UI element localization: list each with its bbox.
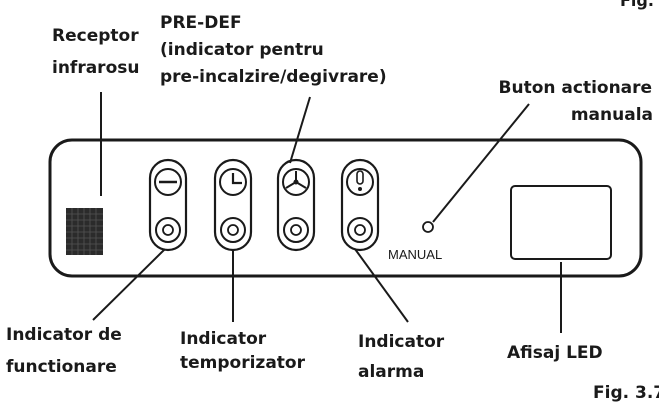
predef-indicator [276, 158, 316, 252]
figure-top-caption: Fig. 3.6 [620, 0, 659, 10]
manual-button[interactable] [422, 221, 434, 233]
label-manual-button: Buton actionare manuala [499, 78, 658, 125]
label-predef: PRE-DEF (indicator pentru pre-incalzire/… [160, 13, 387, 87]
panel-manual-text: MANUAL [388, 247, 442, 262]
label-alarm: Indicator alarma [358, 332, 450, 382]
operation-indicator [148, 158, 188, 252]
label-ir-receiver: Receptor infrarosu [52, 26, 145, 78]
ir-receiver-grille [66, 208, 103, 255]
leader-lines [92, 92, 562, 333]
label-operation: Indicator de functionare [6, 325, 128, 377]
label-led-display: Afisaj LED [507, 343, 603, 363]
figure-bottom-caption: Fig. 3.7 [593, 383, 659, 403]
ir-grille-pattern [66, 208, 103, 255]
timer-indicator [213, 158, 253, 252]
alarm-indicator [340, 158, 380, 252]
label-timer: Indicator temporizator [180, 329, 306, 373]
led-display [510, 185, 612, 260]
